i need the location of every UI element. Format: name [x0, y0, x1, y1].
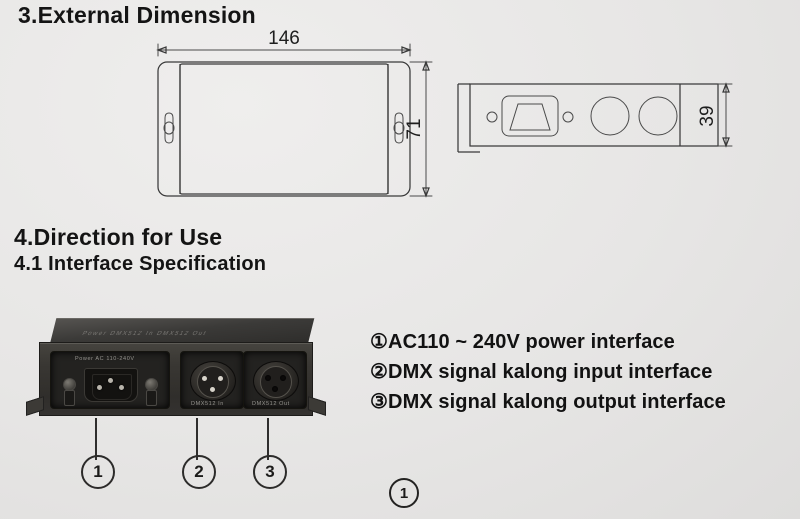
device-front-face: Power AC 110-240V	[26, 342, 326, 416]
iec-pin-right	[119, 385, 124, 390]
callout-2: 2	[182, 455, 216, 489]
callout-2-number: 2	[194, 462, 204, 481]
mounting-ear-right	[308, 396, 326, 416]
power-panel-label: Power AC 110-240V	[75, 356, 135, 362]
section-subheading-interface-specification: 4.1 Interface Specification	[14, 253, 267, 275]
interface-legend: ①AC110 ~ 240V power interface ②DMX signa…	[370, 327, 795, 417]
iec-pin-earth	[108, 378, 113, 383]
xlr-female-hole-1	[265, 375, 271, 381]
xlr-male-connector	[190, 361, 236, 401]
power-panel: Power AC 110-240V	[50, 351, 170, 409]
xlr-female-ring	[260, 366, 292, 398]
legend-marker-2: ②	[370, 361, 389, 383]
page-number-value: 1	[399, 484, 409, 502]
xlr-male-pin-1	[202, 376, 207, 381]
callout-1-number: 1	[93, 462, 103, 481]
legend-marker-1: ①	[370, 331, 389, 353]
xlr-male-pin-3	[210, 387, 215, 392]
top-view-body	[157, 61, 411, 197]
dimension-label-height: 71	[404, 118, 425, 139]
dimension-71	[409, 60, 433, 198]
fuse-slot-right	[146, 390, 157, 406]
xlr-female-connector	[253, 361, 299, 401]
dimension-drawing-svg: 146 71 39	[156, 28, 733, 198]
mounting-ear-left	[26, 396, 44, 416]
callout-leader-2	[196, 418, 198, 460]
legend-text-3: DMX signal kalong output interface	[388, 391, 726, 413]
legend-text-2: DMX signal kalong input interface	[388, 361, 713, 383]
legend-item-1: ①AC110 ~ 240V power interface	[370, 327, 795, 357]
legend-item-2: ②DMX signal kalong input interface	[370, 357, 795, 387]
dmx-in-panel: DMX512 In	[180, 351, 244, 409]
callout-leader-3	[267, 418, 269, 460]
dimension-label-depth: 39	[697, 105, 718, 126]
fuse-slot-left	[64, 390, 75, 406]
dimension-label-width: 146	[268, 28, 300, 49]
section-heading-direction-for-use: 4.Direction for Use	[14, 224, 223, 250]
xlr-male-ring	[197, 366, 229, 398]
iec-pin-left	[97, 385, 102, 390]
dimension-39	[717, 82, 733, 148]
legend-text-1: AC110 ~ 240V power interface	[388, 331, 675, 353]
callout-leader-1	[95, 418, 97, 460]
xlr-female-hole-3	[272, 386, 278, 392]
page-number: 1	[389, 478, 419, 508]
callout-3-number: 3	[265, 462, 275, 481]
device-top-surface: Power DMX512 In DMX512 Out	[49, 318, 315, 345]
iec-power-inlet	[84, 368, 138, 402]
callout-1: 1	[81, 455, 115, 489]
dmx-out-panel: DMX512 Out	[243, 351, 307, 409]
dimension-146	[156, 43, 412, 57]
legend-marker-3: ③	[370, 391, 389, 413]
xlr-female-hole-2	[280, 375, 286, 381]
device-photo: Power DMX512 In DMX512 Out Power AC 110-…	[26, 318, 326, 423]
dmx-in-label: DMX512 In	[191, 401, 224, 407]
callout-3: 3	[253, 455, 287, 489]
xlr-male-pin-2	[218, 376, 223, 381]
dmx-out-label: DMX512 Out	[252, 401, 290, 407]
legend-item-3: ③DMX signal kalong output interface	[370, 387, 795, 417]
section-heading-external-dimension: 3.External Dimension	[18, 2, 256, 28]
external-dimension-drawing: 146 71 39	[140, 26, 780, 211]
device-top-silkscreen: Power DMX512 In DMX512 Out	[80, 331, 208, 337]
side-view-body	[457, 83, 719, 153]
